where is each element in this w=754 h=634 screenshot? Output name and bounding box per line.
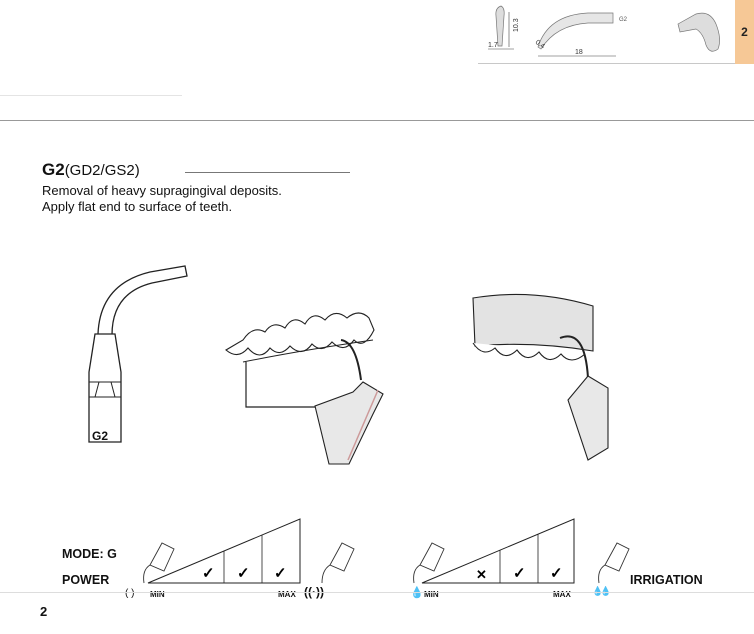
irrigation-min-label: MIN (424, 590, 439, 599)
irrigation-label: IRRIGATION (630, 573, 703, 587)
low-water-drop-icon: 💧 (410, 587, 424, 599)
tip-dim: 0.4 (534, 39, 546, 50)
tip-illustration: G2 (88, 265, 188, 443)
length-dim: 18 (575, 49, 583, 56)
irrigation-level-3-check-icon: ✓ (550, 565, 563, 582)
power-level-2-check-icon: ✓ (237, 565, 250, 582)
irrigation-max-label: MAX (553, 590, 571, 599)
power-label: POWER (62, 573, 110, 587)
tip-title: G2(GD2/GS2) (42, 160, 140, 180)
power-scale: ✓ ✓ ✓ (147, 518, 301, 584)
height-dim: 10.3 (513, 18, 520, 32)
power-level-1-check-icon: ✓ (202, 565, 215, 582)
power-min-label: MIN (150, 590, 165, 599)
description-line-2: Apply flat end to surface of teeth. (42, 199, 233, 214)
page-number: 2 (40, 604, 48, 619)
tip-label: G2 (92, 429, 108, 443)
irrigation-scale: ✕ ✓ ✓ (421, 518, 575, 584)
section-divider (0, 120, 754, 121)
tip-variants: (GD2/GS2) (64, 162, 140, 179)
footer-divider (0, 592, 754, 593)
model-dim: G2 (619, 17, 628, 23)
header-divider (478, 63, 735, 64)
chapter-number: 2 (741, 25, 748, 39)
tip-name: G2 (42, 160, 65, 179)
high-water-drops-icon: 💧💧 (592, 586, 612, 596)
irrigation-level-1-cross-icon: ✕ (476, 567, 487, 582)
header-divider-left (0, 95, 182, 96)
mode-label: MODE: G (62, 547, 117, 561)
tip-dimension-drawing: 10.3 1.7 G2 18 0.4 (488, 5, 720, 57)
irrigation-level-2-check-icon: ✓ (513, 565, 526, 582)
title-underline (185, 172, 350, 173)
power-level-3-check-icon: ✓ (274, 565, 287, 582)
description-line-1: Removal of heavy supragingival deposits. (42, 183, 282, 198)
chapter-tab: 2 (735, 0, 754, 64)
width-dim: 1.7 (488, 42, 498, 49)
upper-teeth-illustration (472, 293, 609, 461)
lower-teeth-illustration (225, 312, 384, 465)
power-max-label: MAX (278, 590, 296, 599)
low-vibration-icon: ( ) (125, 588, 135, 599)
